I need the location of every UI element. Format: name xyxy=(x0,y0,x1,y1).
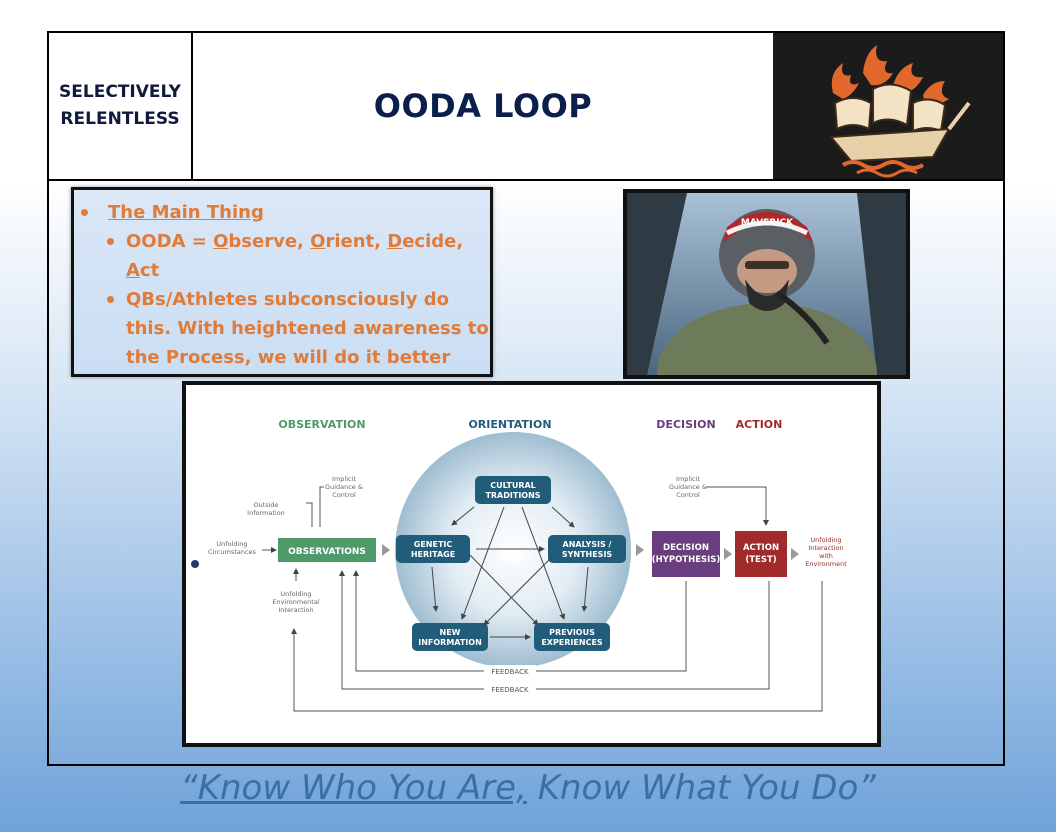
word-decide: ecide, xyxy=(402,231,464,252)
qb-line-1: QBs/Athletes subconsciously do xyxy=(126,289,449,310)
unfolding-inter-l3: with xyxy=(819,552,833,560)
previous-l2: EXPERIENCES xyxy=(541,638,603,647)
ooda-prefix: OODA = xyxy=(126,231,214,252)
decision-l1: DECISION xyxy=(663,543,709,553)
previous-experiences-box xyxy=(534,623,610,651)
implicit-top-l2: Guidance & xyxy=(325,483,363,491)
previous-l1: PREVIOUS xyxy=(549,628,595,637)
pilot-photo: MAVERICK xyxy=(623,189,910,379)
unfolding-circ-l1: Unfolding xyxy=(216,540,247,548)
unfolding-circ-l2: Circumstances xyxy=(208,548,257,556)
bullet-dot xyxy=(81,209,88,216)
tagline-rest: Know What You Do” xyxy=(526,768,876,808)
unfolding-env-l1: Unfolding xyxy=(280,590,311,598)
decision-l2: (HYPOTHESIS) xyxy=(652,555,721,565)
brand-line-1: SELECTIVELY xyxy=(59,82,181,102)
word-orient: rient, xyxy=(325,231,388,252)
new-l1: NEW xyxy=(440,628,461,637)
feedback-label-2: FEEDBACK xyxy=(491,686,529,694)
header-action: ACTION xyxy=(736,418,783,431)
cultural-traditions-box xyxy=(475,476,551,504)
implicit-right-l1: Implicit xyxy=(676,475,700,483)
logo-cell xyxy=(773,33,1005,179)
unfolding-inter-l2: Interaction xyxy=(808,544,843,552)
header-observation: OBSERVATION xyxy=(278,418,365,431)
page-title: OODA LOOP xyxy=(373,87,593,125)
implicit-right-l3: Control xyxy=(676,491,700,499)
unfolding-inter-l4: Environment xyxy=(805,560,847,568)
unfolding-inter-l1: Unfolding xyxy=(810,536,841,544)
feedback-label-1: FEEDBACK xyxy=(491,668,529,676)
observations-label: OBSERVATIONS xyxy=(288,547,366,557)
analysis-synthesis-box xyxy=(548,535,626,563)
qb-line-2: this. With heightened awareness to xyxy=(126,318,489,339)
title-cell: OODA LOOP xyxy=(193,33,773,179)
cultural-l2: TRADITIONS xyxy=(485,491,540,500)
slide-frame xyxy=(47,31,1005,766)
tagline: “Know Who You Are, Know What You Do” xyxy=(0,766,1056,810)
ooda-definition: OODA = Observe, Orient, Decide, Act xyxy=(126,227,486,285)
word-observe: bserve, xyxy=(228,231,311,252)
letter-d: D xyxy=(387,231,403,252)
stray-bullet-dot xyxy=(191,560,199,568)
genetic-l1: GENETIC xyxy=(414,540,453,549)
word-act: ct xyxy=(139,260,160,281)
decision-box xyxy=(652,531,720,577)
action-l2: (TEST) xyxy=(745,555,776,565)
brand-cell: SELECTIVELY RELENTLESS xyxy=(49,33,193,179)
brand-line-2: RELENTLESS xyxy=(60,109,180,129)
unfolding-env-l2: Environmental xyxy=(272,598,319,606)
header-decision: DECISION xyxy=(656,418,715,431)
main-heading: The Main Thing xyxy=(108,198,264,227)
header-divider xyxy=(47,179,1005,181)
implicit-top-l1: Implicit xyxy=(332,475,356,483)
analysis-l2: SYNTHESIS xyxy=(562,550,613,559)
helmet-text: MAVERICK xyxy=(741,218,794,228)
outside-l1: Outside xyxy=(253,501,278,509)
tagline-lead: “Know Who You Are, xyxy=(180,768,527,808)
letter-o1: O xyxy=(213,231,229,252)
cultural-l1: CULTURAL xyxy=(490,481,536,490)
observations-box xyxy=(278,538,376,562)
genetic-heritage-box xyxy=(396,535,470,563)
qb-statement: QBs/Athletes subconsciously do this. Wit… xyxy=(126,285,491,372)
header-orientation: ORIENTATION xyxy=(468,418,551,431)
implicit-right-l2: Guidance & xyxy=(669,483,707,491)
new-information-box xyxy=(412,623,488,651)
implicit-top-l3: Control xyxy=(332,491,356,499)
bullet-dot xyxy=(107,238,114,245)
genetic-l2: HERITAGE xyxy=(411,550,455,559)
new-l2: INFORMATION xyxy=(418,638,482,647)
brand-text: SELECTIVELY RELENTLESS xyxy=(55,79,185,133)
main-heading-text: The Main Thing xyxy=(108,202,264,223)
pilot-illustration: MAVERICK xyxy=(627,193,906,375)
orientation-nodes: CULTURAL TRADITIONS GENETIC HERITAGE ANA… xyxy=(396,476,626,651)
action-l1: ACTION xyxy=(743,543,779,553)
qb-line-3: the Process, we will do it better xyxy=(126,347,451,368)
letter-o2: O xyxy=(310,231,326,252)
ooda-diagram: OBSERVATION ORIENTATION DECISION ACTION … xyxy=(182,381,881,747)
unfolding-env-l3: Interaction xyxy=(278,606,313,614)
ooda-diagram-svg: OBSERVATION ORIENTATION DECISION ACTION … xyxy=(208,418,847,712)
orientation-glow xyxy=(395,432,631,668)
outside-l2: Information xyxy=(247,509,285,517)
action-box xyxy=(735,531,787,577)
main-thing-box: The Main Thing OODA = Observe, Orient, D… xyxy=(71,187,493,377)
bullet-dot xyxy=(107,296,114,303)
burning-ship-icon xyxy=(828,45,971,178)
letter-a: A xyxy=(126,260,140,281)
analysis-l1: ANALYSIS / xyxy=(563,540,612,549)
